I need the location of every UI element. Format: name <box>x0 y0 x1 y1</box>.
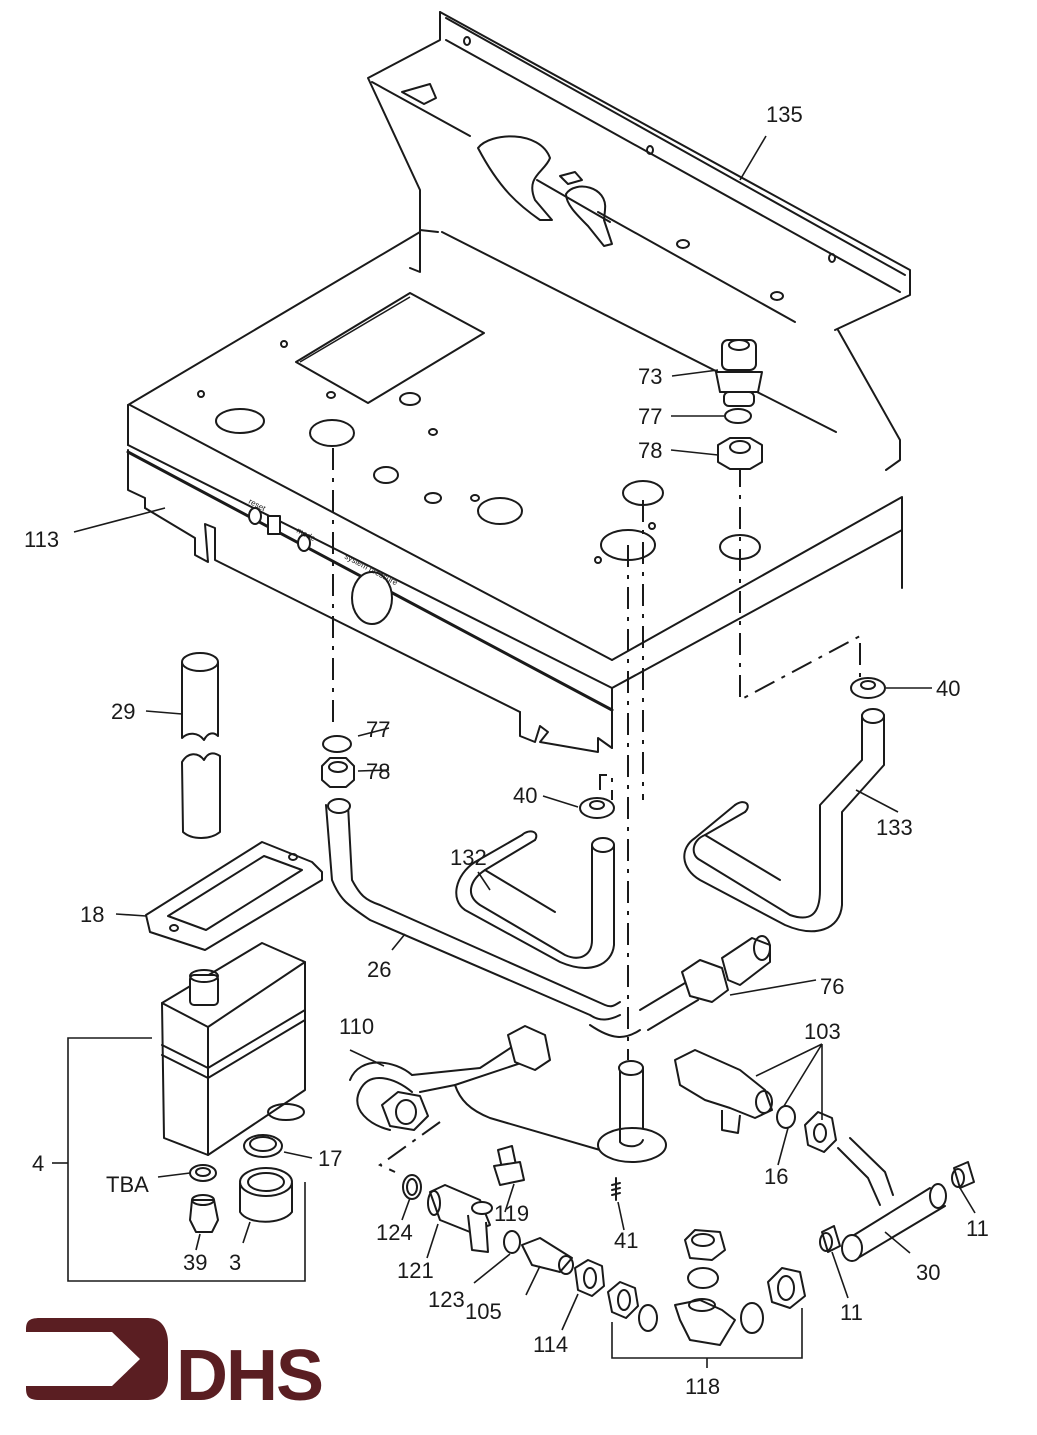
label-77-upper: 77 <box>638 404 662 429</box>
part-76-connector <box>639 935 771 1031</box>
label-103: 103 <box>804 1019 841 1044</box>
label-29: 29 <box>111 699 135 724</box>
parts-77-78-40-lower <box>321 677 886 819</box>
parts-73-77-78-upper <box>715 339 763 470</box>
label-118: 118 <box>685 1374 720 1399</box>
part-133-pipe <box>683 708 885 933</box>
part-119-fitting <box>493 1145 525 1186</box>
label-123: 123 <box>428 1287 465 1312</box>
label-114: 114 <box>533 1332 568 1357</box>
label-110: 110 <box>339 1014 374 1039</box>
label-76: 76 <box>820 974 844 999</box>
label-4: 4 <box>32 1151 44 1176</box>
label-41: 41 <box>614 1228 638 1253</box>
part-103-valve <box>674 1049 837 1153</box>
label-16: 16 <box>764 1164 788 1189</box>
alignment-lines <box>332 448 861 1173</box>
label-40-right: 40 <box>936 676 960 701</box>
label-18: 18 <box>80 902 104 927</box>
parts-11-caps <box>819 1161 975 1253</box>
label-105: 105 <box>465 1299 502 1324</box>
label-78-lower: 78 <box>366 759 390 784</box>
mode-button-shape <box>297 534 311 552</box>
label-133: 133 <box>876 815 913 840</box>
part-118-tee-set <box>607 1229 806 1346</box>
label-3: 3 <box>229 1250 241 1275</box>
label-135: 135 <box>766 102 803 127</box>
label-39: 39 <box>183 1250 207 1275</box>
part-18-gasket <box>145 841 323 951</box>
label-132: 132 <box>450 845 487 870</box>
label-40-center: 40 <box>513 783 537 808</box>
label-77-lower: 77 <box>366 717 390 742</box>
label-17: 17 <box>318 1146 342 1171</box>
part-113-control-panel: reset mode system pressure <box>126 231 903 753</box>
bracket-group-118 <box>611 1308 803 1368</box>
part-41-stand <box>597 1060 667 1201</box>
label-121: 121 <box>397 1258 434 1283</box>
label-119: 119 <box>494 1201 529 1226</box>
dhs-logo: DHS <box>26 1318 324 1416</box>
part-110-pipe <box>349 1025 601 1151</box>
label-11-center: 11 <box>840 1300 863 1325</box>
part-30-tee-pipe <box>837 1137 947 1262</box>
part-135-bracket <box>367 11 911 471</box>
switch-shape <box>267 515 281 535</box>
label-73: 73 <box>638 364 662 389</box>
label-tba: TBA <box>106 1172 149 1197</box>
label-113: 113 <box>24 527 59 552</box>
label-124: 124 <box>376 1220 413 1245</box>
part-26-pipe <box>325 798 641 1038</box>
part-labels: 135 73 77 78 113 29 40 77 78 40 133 132 … <box>24 102 989 1399</box>
arrow-logo-icon <box>26 1318 168 1400</box>
parts-17-tba-39-3 <box>189 1134 293 1233</box>
parts-124-121-123-105-114 <box>402 1174 605 1297</box>
label-11-right: 11 <box>966 1216 989 1241</box>
part-132-pipe <box>455 830 615 969</box>
part-29-pipe <box>181 652 221 839</box>
pressure-gauge-shape <box>351 571 393 625</box>
leader-lines <box>73 135 976 1331</box>
label-30: 30 <box>916 1260 940 1285</box>
reset-button-shape <box>248 507 262 525</box>
label-78-upper: 78 <box>638 438 662 463</box>
label-26: 26 <box>367 957 391 982</box>
logo-text: DHS <box>176 1336 322 1416</box>
part-4-assembly <box>161 942 306 1156</box>
bracket-group-4 <box>52 1037 306 1282</box>
